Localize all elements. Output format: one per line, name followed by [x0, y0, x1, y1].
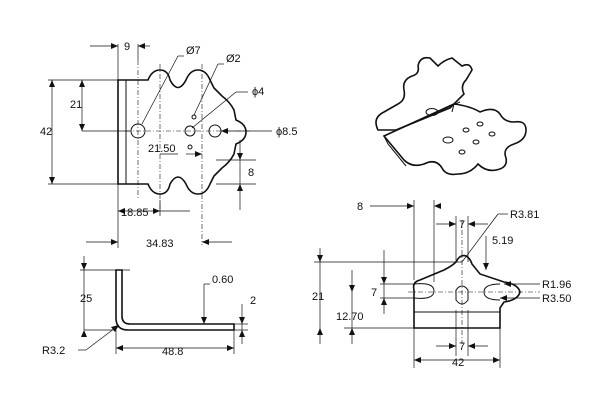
isometric-view: [375, 56, 527, 176]
dim-front-height-mid: 7: [371, 287, 377, 299]
top-view-outline: [117, 69, 247, 195]
iso-hole-b: [462, 127, 470, 133]
dim-top-width: 9: [124, 41, 130, 53]
front-view: 8 7 R3.81 5.19 R1.96 R3.50 21: [312, 200, 571, 369]
dim-tab-height: 8: [248, 167, 254, 179]
dim-front-base-slot: 7: [459, 341, 465, 353]
hole-medium: [184, 125, 196, 137]
top-view: 9 Ø7 Ø2 ϕ4 ϕ8.5 42 21 21.50: [40, 41, 297, 250]
iso-hole-a: [442, 136, 454, 144]
dim-bend-radius: R3.2: [42, 345, 65, 357]
iso-hole-flange: [425, 108, 439, 116]
dim-front-side-radius: R1.96: [542, 279, 571, 291]
dim-dia-side: ϕ8.5: [276, 126, 297, 138]
dim-side-height: 25: [80, 293, 92, 305]
dim-front-side-radius-b: R3.50: [542, 293, 571, 305]
dim-dia-medium: ϕ4: [252, 86, 264, 98]
iso-base-plate: [382, 103, 527, 176]
dim-front-slot-top: 7: [459, 219, 465, 231]
dim-front-top-radius: R3.81: [510, 209, 539, 221]
dim-height-total: 42: [40, 126, 52, 138]
dim-front-base-width: 42: [452, 357, 464, 369]
dim-side-thickness: 2: [250, 295, 256, 307]
iso-vertical-flange: [375, 56, 473, 131]
dim-offset-a: 18.85: [121, 207, 149, 219]
dim-front-height-base: 12.70: [336, 311, 364, 323]
dim-front-height-total: 21: [312, 291, 324, 303]
iso-hole-d: [472, 139, 480, 145]
dim-front-left-offset: 8: [357, 201, 363, 213]
dim-dia-large: Ø7: [186, 45, 201, 57]
dim-hole-spacing: 21.50: [148, 143, 176, 155]
side-view: 25 0.60 2 R3.2 48.8: [42, 256, 256, 358]
dim-front-slot-depth: 5.19: [492, 235, 513, 247]
dim-offset-b: 34.83: [146, 238, 174, 250]
iso-hole-c: [476, 121, 484, 127]
dim-thickness-note: 0.60: [212, 274, 233, 286]
dim-side-length: 48.8: [162, 346, 183, 358]
iso-hole-e: [488, 131, 496, 137]
hole-small: [191, 114, 197, 120]
dim-dia-small: Ø2: [226, 53, 241, 65]
dim-height-half: 21: [70, 99, 82, 111]
hole-tiny: [187, 144, 193, 150]
iso-hole-f: [458, 149, 466, 155]
